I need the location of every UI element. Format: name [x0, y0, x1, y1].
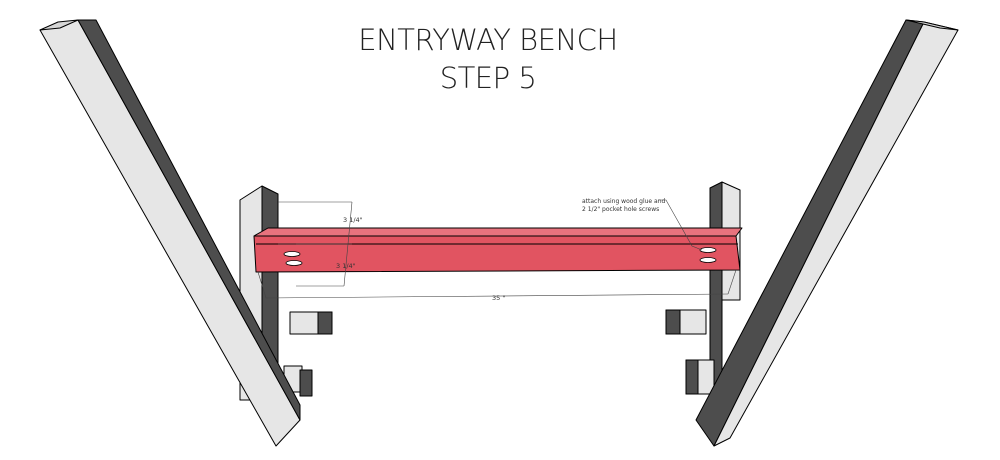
upper-offset-dim-line — [347, 201, 353, 245]
right-pocket-hole-upper — [699, 247, 717, 253]
front-stretcher — [253, 227, 743, 273]
note-line-1: attach using wood glue and — [582, 198, 666, 205]
left-rail-upper-dark — [317, 311, 333, 335]
diagram-subtitle: STEP 5 — [440, 61, 537, 95]
right-lower-rails — [665, 309, 715, 395]
left-front-leg-dark-face — [77, 19, 301, 421]
left-front-leg — [39, 19, 301, 447]
length-label: 35 " — [492, 294, 505, 302]
right-front-leg-top — [905, 19, 959, 31]
length-ext-left — [257, 271, 267, 299]
note-leader-line — [658, 199, 703, 251]
right-front-leg-light-face — [713, 21, 959, 447]
note-line-2: 2 1/2" pocket hole screws — [582, 206, 659, 213]
left-rail-lower-dark — [299, 369, 313, 397]
left-pocket-hole-upper — [283, 251, 301, 257]
diagram-title: ENTRYWAY BENCH — [358, 23, 617, 57]
right-rail-upper-dark — [665, 309, 681, 335]
left-lower-rails — [283, 311, 333, 397]
stretcher-front-face — [253, 235, 741, 273]
length-ext-right — [727, 269, 737, 295]
length-dim-line — [265, 293, 729, 299]
upper-offset-label: 3 1/4" — [343, 216, 363, 224]
assembly-note: attach using wood glue and 2 1/2" pocket… — [582, 198, 703, 251]
right-front-leg — [695, 19, 959, 447]
left-front-leg-top — [39, 19, 79, 31]
right-rail-lower-dark — [685, 359, 699, 395]
right-pocket-hole-lower — [699, 257, 717, 263]
lower-offset-dim-line — [343, 243, 349, 287]
left-pocket-hole-lower — [285, 260, 303, 266]
right-pocket-holes — [699, 247, 717, 263]
dimension-lower-offset: 3 1/4" — [296, 243, 356, 287]
left-pocket-holes — [283, 251, 303, 266]
stretcher-top-face — [253, 227, 743, 237]
dimension-length: 35 " — [257, 269, 737, 302]
lower-offset-label: 3 1/4" — [336, 262, 356, 270]
